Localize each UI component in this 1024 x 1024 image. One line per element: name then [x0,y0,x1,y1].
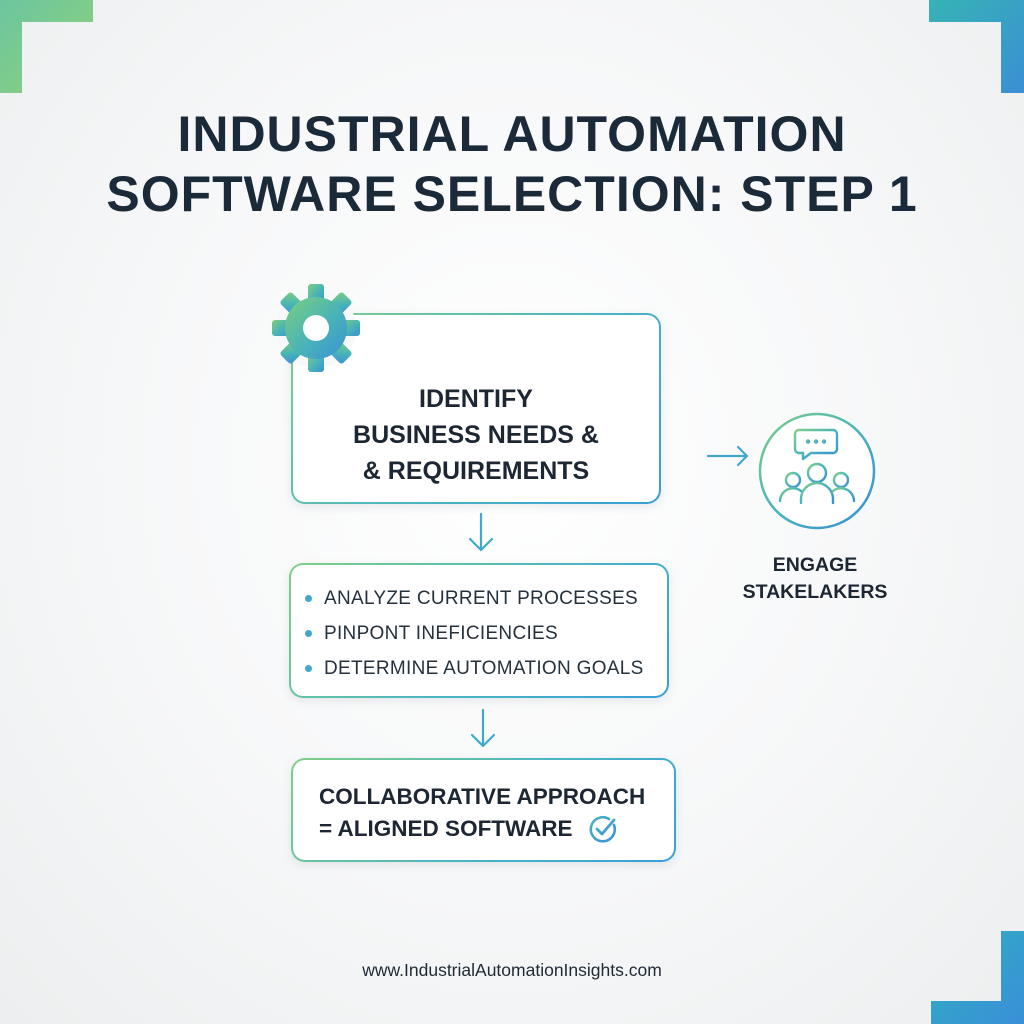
identify-needs-text: IDENTIFY BUSINESS NEEDS & & REQUIREMENTS [293,381,659,489]
identify-line-1: IDENTIFY [419,385,533,413]
result-line-2-row: = ALIGNED SOFTWARE [319,813,645,845]
title-line-1: INDUSTRIAL AUTOMATION [177,106,847,162]
gear-icon [270,282,362,374]
result-line-2: = ALIGNED SOFTWARE [319,816,573,841]
corner-accent-top-left [0,0,95,95]
arrow-right-icon [706,444,752,468]
people-chat-icon [757,411,877,531]
arrow-down-1-icon [466,512,496,554]
bullet-icon [305,595,312,602]
bullet-icon [305,665,312,672]
identify-needs-box: IDENTIFY BUSINESS NEEDS & & REQUIREMENTS [291,313,661,504]
result-line-1: COLLABORATIVE APPROACH [319,784,646,809]
bullet-icon [305,630,312,637]
list-item: DETERMINE AUTOMATION GOALS [305,651,644,686]
list-item-text: PINPONT INEFICIENCIES [324,623,558,644]
list-item: PINPONT INEFICIENCIES [305,616,644,651]
stakeholders-label: ENGAGE STAKELAKERS [740,552,890,606]
action-list-box: ANALYZE CURRENT PROCESSES PINPONT INEFIC… [289,563,669,698]
identify-line-2: BUSINESS NEEDS & [353,421,599,449]
list-item: ANALYZE CURRENT PROCESSES [305,581,644,616]
action-list: ANALYZE CURRENT PROCESSES PINPONT INEFIC… [305,581,644,686]
stakeholders-line-1: ENGAGE [772,554,858,576]
result-box: COLLABORATIVE APPROACH = ALIGNED SOFTWAR… [291,758,676,862]
title-line-2: SOFTWARE SELECTION: STEP 1 [106,166,918,222]
arrow-down-2-icon [468,708,498,750]
result-text: COLLABORATIVE APPROACH = ALIGNED SOFTWAR… [319,781,645,845]
identify-line-3: & REQUIREMENTS [362,457,590,485]
stakeholders-line-2: STAKELAKERS [742,581,888,603]
corner-accent-bottom-right [929,929,1024,1024]
page-title: INDUSTRIAL AUTOMATION SOFTWARE SELECTION… [0,104,1024,224]
footer-url: www.IndustrialAutomationInsights.com [362,960,662,980]
check-circle-icon [587,813,619,845]
corner-accent-top-right [929,0,1024,95]
list-item-text: DETERMINE AUTOMATION GOALS [324,658,644,679]
list-item-text: ANALYZE CURRENT PROCESSES [324,588,639,609]
